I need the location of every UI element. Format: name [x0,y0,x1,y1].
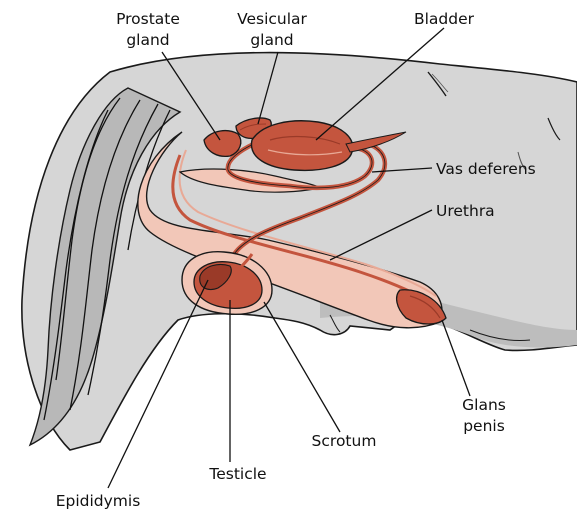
label-vas-deferens: Vas deferens [436,160,536,178]
label-vesicular-gland-line2: gland [250,31,293,49]
label-prostate-gland-line2: gland [126,31,169,49]
label-prostate-gland-line1: Prostate [116,10,180,28]
label-glans-penis-line1: Glans [462,396,506,414]
label-glans-penis-line2: penis [463,417,505,435]
label-urethra: Urethra [436,202,495,220]
label-epididymis: Epididymis [56,492,141,510]
label-testicle: Testicle [208,465,266,483]
label-bladder: Bladder [414,10,475,28]
label-scrotum: Scrotum [312,432,377,450]
bladder-shape [251,121,352,171]
label-vesicular-gland-line1: Vesicular [237,10,307,28]
